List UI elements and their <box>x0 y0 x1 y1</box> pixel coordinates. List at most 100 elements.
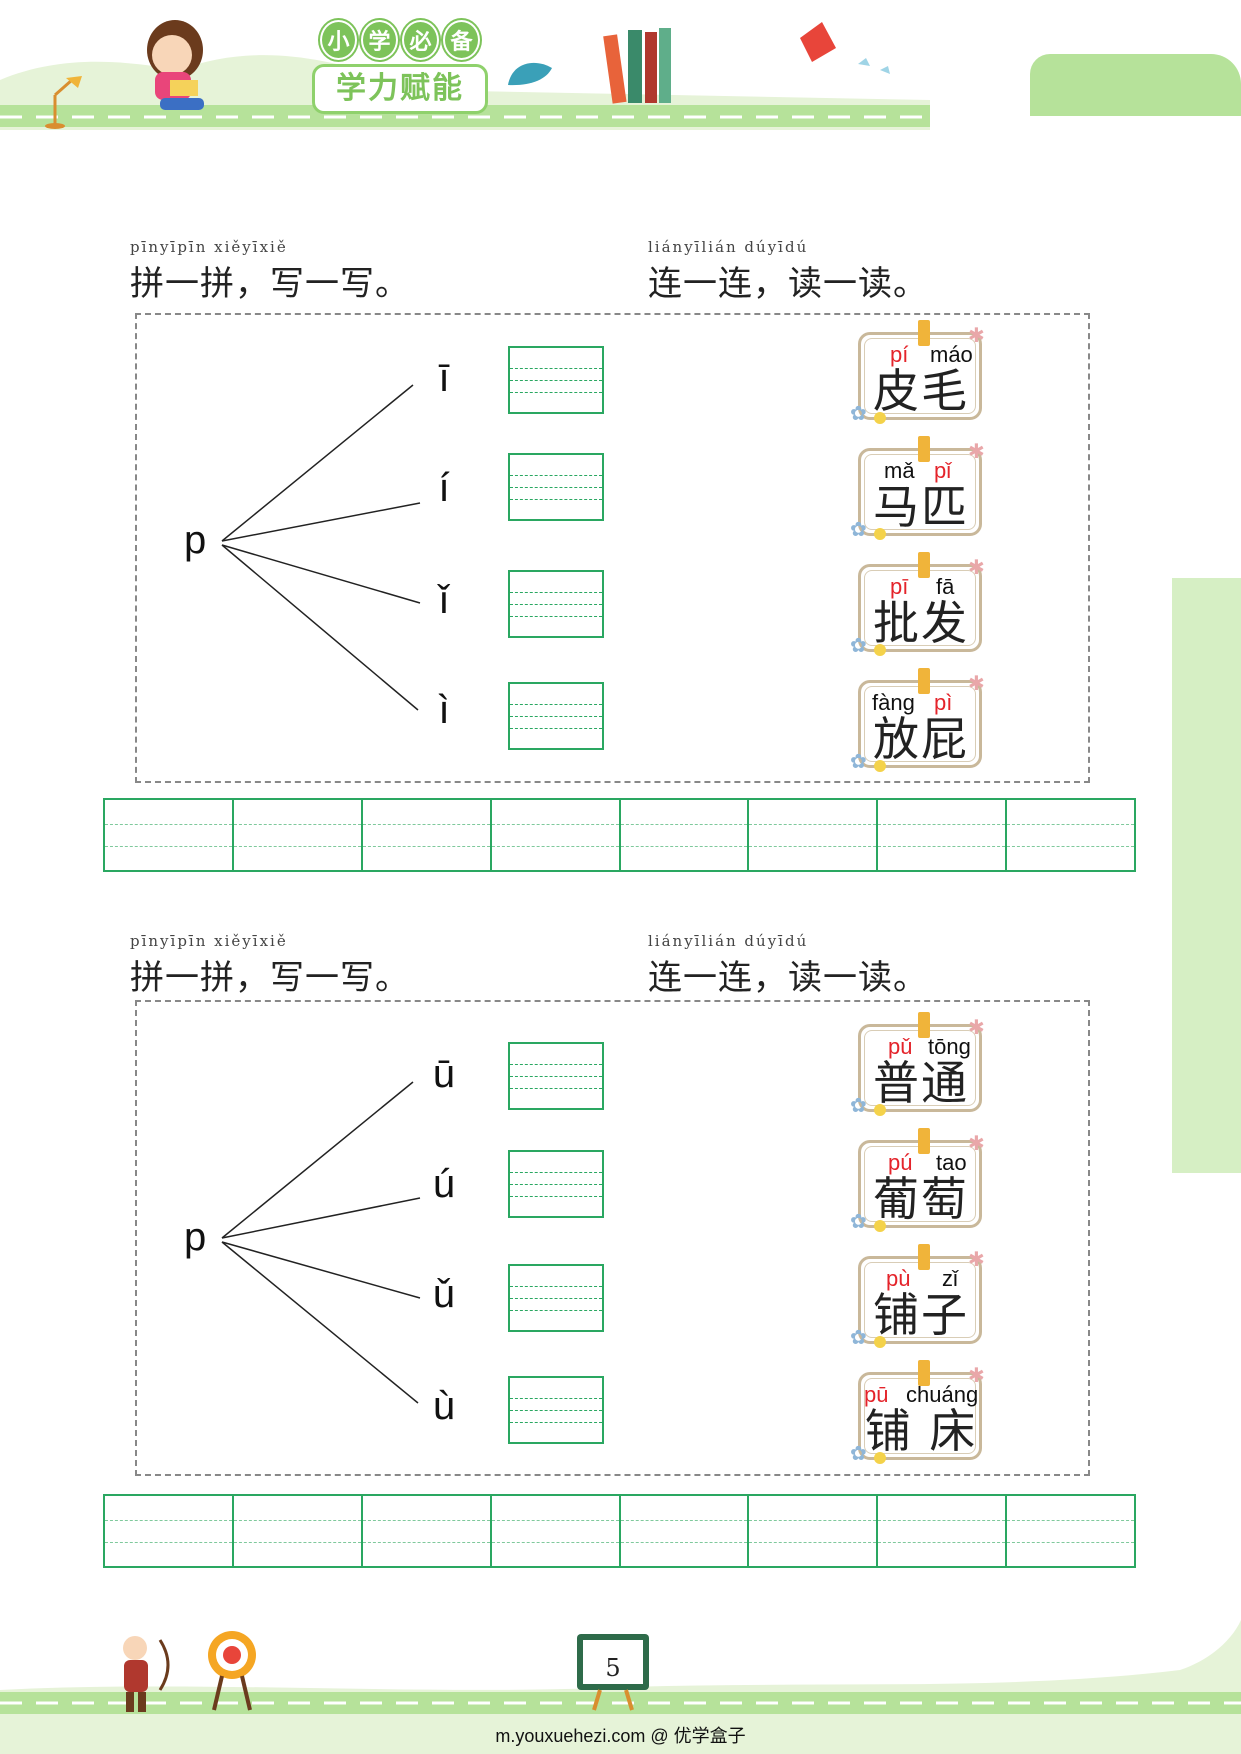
initial-consonant: p <box>184 518 207 562</box>
writing-grid-1[interactable] <box>103 798 1136 872</box>
writing-cell[interactable] <box>878 800 1008 870</box>
girl-reading-illustration <box>147 20 204 110</box>
answer-box[interactable] <box>508 1042 604 1110</box>
writing-cell[interactable] <box>105 1496 234 1566</box>
card-pinyin: máo <box>930 342 973 367</box>
answer-box[interactable] <box>508 570 604 638</box>
side-band-decoration <box>1172 578 1241 1173</box>
card-word: 皮毛 <box>873 364 969 418</box>
card-pinyin: pù <box>886 1266 911 1291</box>
writing-grid-2[interactable] <box>103 1494 1136 1568</box>
card-pinyin: pī <box>890 574 909 599</box>
section-2-left-title: pīnyīpīn xiěyīxiě 拼一拼，写一写。 <box>130 932 410 999</box>
flower-icon: ✿ <box>850 517 867 541</box>
writing-cell[interactable] <box>233 1496 363 1566</box>
answer-box[interactable] <box>508 453 604 521</box>
writing-cell[interactable] <box>491 1496 621 1566</box>
word-card[interactable]: ✱ ✿ pí máo 皮毛 <box>848 320 988 428</box>
exercise-box-2 <box>135 1000 1090 1476</box>
word-card[interactable]: ✱ ✿ mǎ pǐ 马匹 <box>848 436 988 544</box>
card-pinyin: pǔ <box>888 1034 913 1059</box>
flower-icon: ✿ <box>850 749 867 773</box>
card-pinyin: pū <box>864 1382 889 1407</box>
writing-cell[interactable] <box>878 1496 1008 1566</box>
footer-decoration <box>0 1620 1241 1754</box>
flower-icon: ✿ <box>850 633 867 657</box>
page-number-board <box>577 1634 649 1711</box>
vowel-option: ī <box>438 356 450 400</box>
card-pinyin: pì <box>934 690 953 715</box>
star-icon: ✱ <box>968 555 985 579</box>
title-pinyin: pīnyīpīn xiěyīxiě <box>130 238 288 256</box>
answer-box[interactable] <box>508 682 604 750</box>
vowel-option: ù <box>432 1384 456 1428</box>
card-pinyin: zǐ <box>942 1266 958 1291</box>
title-pinyin: pīnyīpīn xiěyīxiě <box>130 932 288 950</box>
card-word: 马匹 <box>873 480 969 534</box>
answer-box[interactable] <box>508 1150 604 1218</box>
answer-box[interactable] <box>508 346 604 414</box>
brand-subtitle: 学力赋能 <box>312 64 488 114</box>
initial-consonant: p <box>184 1215 207 1259</box>
title-pinyin: liányīlián dúyīdú <box>648 238 809 256</box>
writing-cell[interactable] <box>105 800 234 870</box>
flag-icon <box>800 22 836 62</box>
answer-box[interactable] <box>508 1264 604 1332</box>
section-1-left-title: pīnyīpīn xiěyīxiě 拼一拼，写一写。 <box>130 238 410 305</box>
star-icon: ✱ <box>968 439 985 463</box>
writing-cell[interactable] <box>491 800 621 870</box>
flower-icon: ✿ <box>850 1093 867 1117</box>
writing-cell[interactable] <box>362 800 492 870</box>
answer-box[interactable] <box>508 1376 604 1444</box>
section-1-right-title: liányīlián dúyīdú 连一连，读一读。 <box>648 238 928 305</box>
writing-cell[interactable] <box>749 800 879 870</box>
star-icon: ✱ <box>968 671 985 695</box>
card-pinyin: chuáng <box>906 1382 979 1407</box>
vowel-option: ì <box>438 688 450 732</box>
title-pinyin: liányīlián dúyīdú <box>648 932 809 950</box>
star-icon: ✱ <box>968 1131 985 1155</box>
card-pinyin: pú <box>888 1150 913 1175</box>
footer-source: m.youxuehezi.com @ 优学盒子 <box>495 1726 746 1746</box>
flower-icon: ✿ <box>850 401 867 425</box>
writing-cell[interactable] <box>620 800 750 870</box>
star-icon: ✱ <box>968 1247 985 1271</box>
writing-cell[interactable] <box>1007 800 1134 870</box>
word-card[interactable]: ✱ ✿ pǔ tōng 普通 <box>848 1012 988 1120</box>
word-card[interactable]: ✱ ✿ pī fā 批发 <box>848 552 988 660</box>
card-word: 葡萄 <box>873 1172 969 1226</box>
title-text: 连一连，读一读。 <box>648 958 928 998</box>
word-card[interactable]: ✱ ✿ pū chuáng 铺 床 <box>848 1360 988 1468</box>
vowel-option: ǔ <box>432 1272 456 1316</box>
word-card[interactable]: ✱ ✿ pú tao 葡萄 <box>848 1128 988 1236</box>
card-pinyin: fàng <box>872 690 915 715</box>
writing-cell[interactable] <box>749 1496 879 1566</box>
archer-illustration <box>123 1636 170 1712</box>
card-word: 普通 <box>873 1056 969 1110</box>
word-card[interactable]: ✱ ✿ pù zǐ 铺子 <box>848 1244 988 1352</box>
card-word: 铺子 <box>873 1288 969 1342</box>
page-number: 5 <box>605 1654 621 1682</box>
word-card[interactable]: ✱ ✿ fàng pì 放屁 <box>848 668 988 776</box>
books-icon <box>603 28 671 104</box>
target-icon <box>208 1631 256 1711</box>
writing-cell[interactable] <box>620 1496 750 1566</box>
card-pinyin: fā <box>936 574 955 599</box>
leaf-icon <box>508 62 552 86</box>
writing-cell[interactable] <box>233 800 363 870</box>
star-icon: ✱ <box>968 323 985 347</box>
card-word: 铺 床 <box>864 1404 978 1458</box>
card-word: 批发 <box>873 596 969 650</box>
vowel-option: ǐ <box>439 578 449 622</box>
writing-cell[interactable] <box>362 1496 492 1566</box>
writing-cell[interactable] <box>1007 1496 1134 1566</box>
card-pinyin: pí <box>890 342 909 367</box>
section-2-right-title: liányīlián dúyīdú 连一连，读一读。 <box>648 932 928 999</box>
exercise-box-1 <box>135 313 1090 783</box>
card-pinyin: tōng <box>928 1034 971 1059</box>
vowel-option: ū <box>432 1052 456 1096</box>
lamp-icon <box>45 76 82 129</box>
title-text: 拼一拼，写一写。 <box>130 264 410 304</box>
brand-badge: 小 学 必 备 <box>320 20 480 60</box>
star-icon: ✱ <box>968 1363 985 1387</box>
